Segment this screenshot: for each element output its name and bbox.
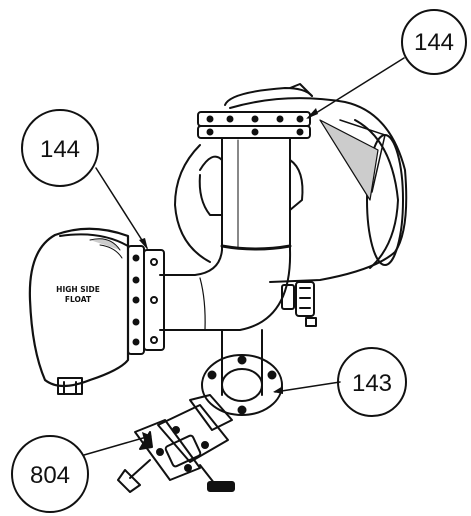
top-flange	[198, 112, 310, 138]
pipe-elbow	[160, 250, 290, 330]
callout-text-top-right: 144	[414, 29, 454, 56]
drop-pipe	[202, 330, 282, 415]
bottom-valve-assembly	[118, 395, 234, 492]
high-side-float-housing	[30, 229, 128, 394]
float-label-line1: HIGH SIDE	[56, 285, 100, 294]
callout-text-bottom-left: 804	[30, 462, 70, 489]
float-label-line2: FLOAT	[65, 295, 92, 304]
callout-text-lower-right: 143	[352, 370, 392, 397]
side-valve	[282, 282, 316, 326]
callout-text-left: 144	[40, 136, 80, 163]
float-flange	[128, 246, 164, 354]
vertical-pipe	[200, 138, 303, 250]
